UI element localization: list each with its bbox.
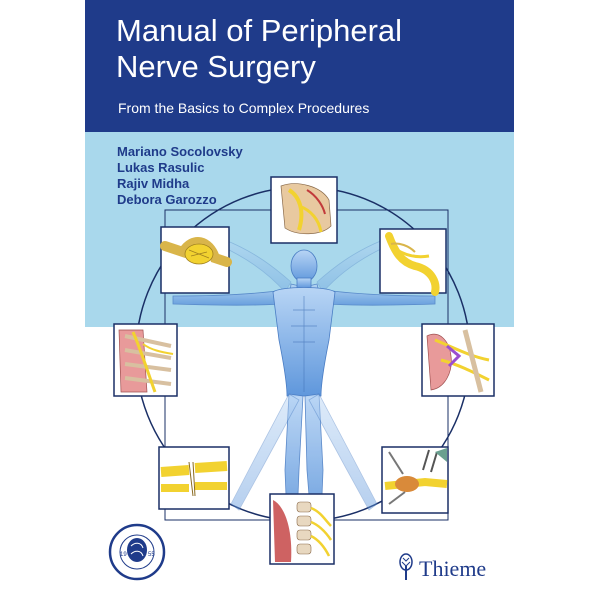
book-cover: Manual of Peripheral Nerve Surgery From … (85, 0, 514, 600)
title-line-2: Nerve Surgery (116, 49, 316, 84)
author-3: Rajiv Midha (117, 176, 190, 191)
wfns-seal-icon (108, 523, 166, 581)
seal-year-left: 19 (120, 552, 127, 558)
author-1: Mariano Socolovsky (117, 144, 243, 159)
author-2: Lukas Rasulic (117, 160, 205, 175)
panel-lower-left (158, 446, 230, 510)
title-band (85, 0, 514, 132)
panel-right (421, 323, 495, 397)
panel-top (270, 176, 338, 244)
panel-upper-left (160, 226, 232, 294)
author-list: Mariano Socolovsky Lukas Rasulic Rajiv M… (117, 144, 243, 208)
author-4: Debora Garozzo (117, 192, 217, 207)
cover-illustration: 19 55 Thieme (108, 176, 495, 581)
book-title: Manual of Peripheral Nerve Surgery (116, 13, 496, 85)
panel-left (113, 323, 178, 397)
panel-lower-right (381, 446, 449, 514)
panel-bottom (269, 493, 335, 565)
publisher-name: Thieme (419, 556, 486, 581)
title-line-1: Manual of Peripheral (116, 13, 403, 48)
seal-year-right: 55 (148, 552, 155, 558)
panel-upper-right (379, 228, 447, 296)
thieme-tree-icon (399, 553, 413, 580)
human-figure (172, 239, 436, 521)
book-subtitle: From the Basics to Complex Procedures (118, 100, 370, 116)
